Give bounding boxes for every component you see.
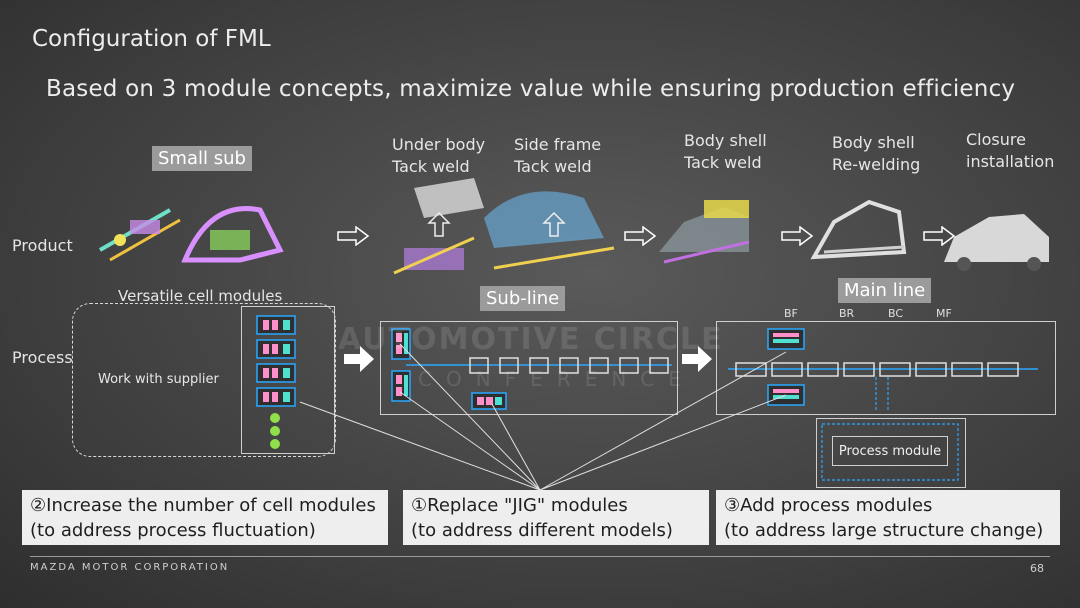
station-icon [559, 357, 579, 374]
flow-arrow-icon [337, 226, 370, 246]
callout-replace-jig-modules: ①Replace "JIG" modules (to address diffe… [403, 490, 709, 545]
slide-subtitle: Based on 3 module concepts, maximize val… [46, 76, 1016, 102]
row-label-product: Product [12, 236, 73, 255]
body-shell-tack-icon [659, 200, 750, 264]
cell-modules-graphic [256, 315, 296, 449]
sideframe-parts-icon [484, 191, 615, 270]
tag-sub-line: Sub-line [480, 286, 566, 311]
callout-add-process-modules: ③Add process modules (to address large s… [716, 490, 1060, 545]
stage-label-body-shell-reweld: Body shell Re-welding [832, 133, 921, 174]
station-label-mf: MF [936, 307, 952, 320]
main-station-icon [915, 362, 947, 377]
main-line-box [716, 321, 1056, 415]
station-icon [649, 357, 669, 374]
main-station-icon [807, 362, 839, 377]
small-sub-parts-illustration [99, 206, 284, 263]
row-label-process: Process [12, 348, 73, 367]
small-parts-right-icon [181, 206, 284, 263]
cell-module-icon [256, 339, 296, 359]
process-module-dashed-border [821, 423, 959, 481]
stage-label-side-frame: Side frame Tack weld [514, 135, 602, 176]
flow-arrow-icon [781, 226, 814, 246]
up-arrow-icon [427, 211, 451, 237]
callout-increase-cell-modules: ②Increase the number of cell modules (to… [22, 490, 388, 545]
page-number: 68 [1030, 562, 1044, 575]
up-arrow-icon [542, 211, 566, 237]
cell-module-icon [256, 363, 296, 383]
tag-main-line: Main line [838, 278, 932, 303]
supplier-region [72, 303, 336, 457]
process-module-label: Process module [832, 436, 948, 466]
cell-module-icon [256, 387, 296, 407]
process-module-outer-box [816, 418, 966, 488]
footer-company: MAZDA MOTOR CORPORATION [30, 562, 230, 573]
expansion-dot-icon [270, 439, 280, 449]
sub-line-box [380, 321, 678, 415]
cell-module-stack [241, 306, 335, 454]
body-shell-reweld-icon [810, 199, 907, 260]
finished-car-icon [944, 214, 1049, 271]
body-shell-progression-illustration [659, 199, 1049, 271]
main-station-icon [771, 362, 803, 377]
small-parts-left-icon [99, 208, 181, 262]
stage-label-closure: Closure installation [966, 130, 1055, 171]
tag-small-sub: Small sub [152, 146, 252, 171]
expansion-dot-icon [270, 413, 280, 423]
footer-divider [30, 556, 1050, 557]
watermark-subtitle: CONFERENCE [418, 367, 695, 391]
slide-title: Configuration of FML [32, 26, 271, 52]
jig-module-icon [391, 328, 411, 360]
versatile-cell-modules-label: Versatile cell modules [118, 287, 283, 305]
station-icon [619, 357, 639, 374]
station-icon [499, 357, 519, 374]
stage-label-under-body: Under body Tack weld [392, 135, 486, 176]
process-arrow-icon [682, 346, 712, 372]
station-label-bf: BF [784, 307, 798, 320]
flow-arrow-icon [923, 226, 956, 246]
work-with-supplier-label: Work with supplier [98, 372, 219, 387]
watermark-title: AUTOMOTIVE CIRCLE [338, 322, 724, 357]
expansion-dot-icon [270, 426, 280, 436]
station-icon [469, 357, 489, 374]
sub-line-graphic [391, 328, 672, 410]
main-jig-module-icon [767, 328, 805, 350]
process-arrow-icon [344, 346, 374, 372]
flow-arrow-icon [624, 226, 657, 246]
station-icon [589, 357, 609, 374]
station-label-br: BR [839, 307, 855, 320]
main-station-icon [951, 362, 983, 377]
jig-module-icon [471, 392, 507, 410]
main-station-icon [879, 362, 911, 377]
main-station-icon [735, 362, 767, 377]
jig-module-icon [391, 370, 411, 402]
main-station-icon [843, 362, 875, 377]
station-label-bc: BC [888, 307, 904, 320]
underbody-sideframe-illustration [393, 178, 615, 275]
stage-label-body-shell-tack: Body shell Tack weld [684, 131, 767, 172]
main-station-icon [987, 362, 1019, 377]
cell-module-icon [256, 315, 296, 335]
station-icon [529, 357, 549, 374]
underbody-parts-icon [393, 178, 484, 275]
